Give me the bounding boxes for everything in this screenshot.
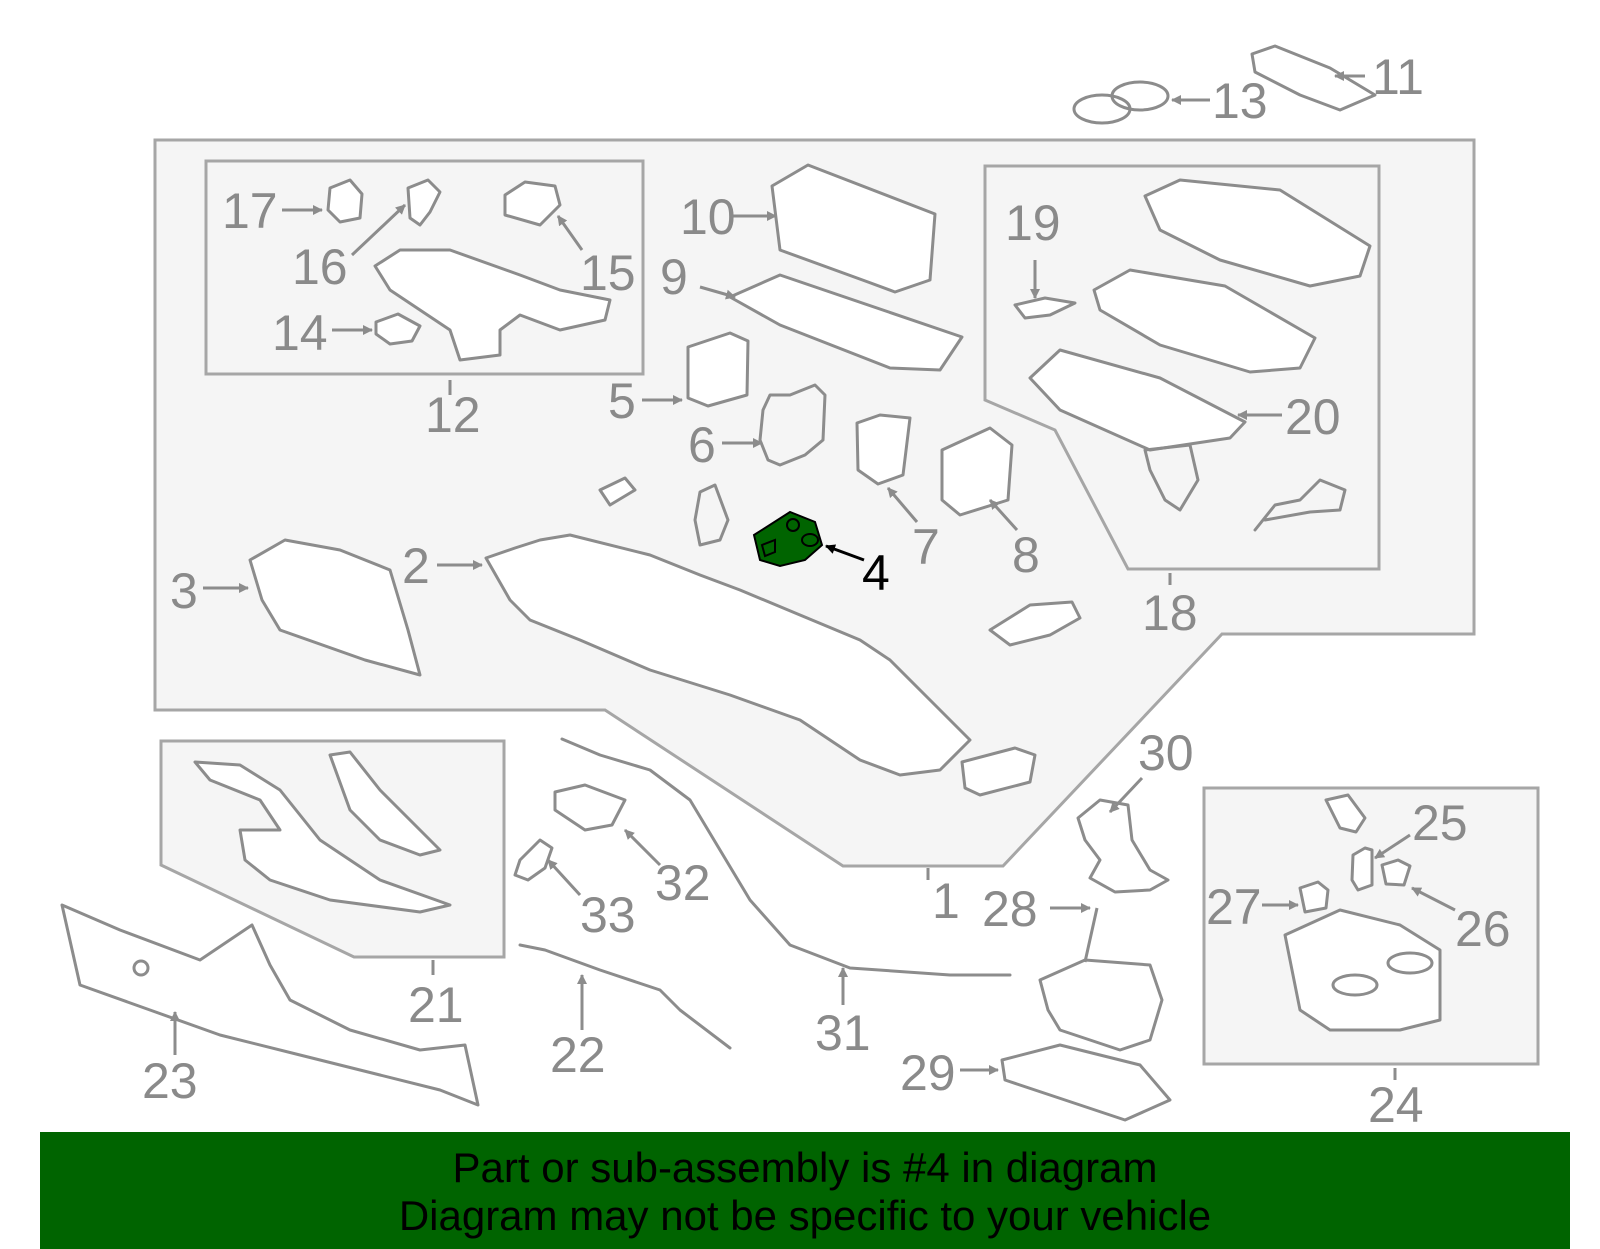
part-clip [693, 483, 730, 547]
part-16 [406, 178, 442, 227]
part-6 [758, 383, 827, 467]
leader-26 [1411, 886, 1456, 912]
part-26 [1380, 858, 1412, 887]
callout-21: 21 [408, 977, 464, 1033]
part-15 [503, 180, 562, 227]
callout-3: 3 [170, 563, 198, 619]
leader-25 [1374, 833, 1411, 860]
callout-7: 7 [912, 519, 940, 575]
leader-15 [556, 215, 584, 251]
part-19 [1013, 296, 1077, 320]
callout-20: 20 [1285, 389, 1341, 445]
part-25-top [1324, 793, 1367, 834]
cup-ring-b [1386, 951, 1434, 975]
callout-30: 30 [1138, 725, 1194, 781]
part-23-hole [132, 959, 150, 977]
part-28 [1038, 958, 1164, 1052]
callout-14: 14 [272, 305, 328, 361]
part-21b [328, 750, 442, 857]
part-armrest-top [1143, 178, 1372, 288]
part-armrest-pad [1092, 268, 1317, 374]
callout-32: 32 [655, 855, 711, 911]
info-banner: Part or sub-assembly is #4 in diagram Di… [40, 1132, 1570, 1249]
cup-ring-a [1331, 973, 1379, 997]
leader-7 [886, 487, 919, 523]
part-33 [513, 838, 554, 882]
callout-8: 8 [1012, 527, 1040, 583]
part-9 [728, 273, 964, 372]
callout-13: 13 [1212, 73, 1268, 129]
callout-10: 10 [680, 189, 736, 245]
part-7 [855, 413, 912, 486]
part-30 [1076, 798, 1170, 894]
callout-18: 18 [1142, 585, 1198, 641]
banner-line-2: Diagram may not be specific to your vehi… [398, 1192, 1212, 1239]
part-11 [1250, 44, 1377, 112]
part-12 [373, 248, 612, 362]
shift-rod [1083, 907, 1099, 963]
callout-25: 25 [1412, 795, 1468, 851]
callout-1: 1 [932, 873, 960, 929]
callout-33: 33 [580, 887, 636, 943]
callout-28: 28 [982, 881, 1038, 937]
leader-16 [350, 203, 407, 257]
callout-4: 4 [862, 545, 890, 601]
callout-5: 5 [608, 373, 636, 429]
part-2 [484, 533, 972, 777]
leader-30 [1108, 776, 1144, 814]
callout-6: 6 [688, 417, 716, 473]
part-13 [1072, 80, 1170, 125]
callout-16: 16 [292, 239, 348, 295]
part-4-highlighted [752, 510, 824, 568]
banner-line-1: Part or sub-assembly is #4 in diagram [452, 1144, 1158, 1191]
part-31 [560, 737, 1012, 977]
callout-12: 12 [425, 387, 481, 443]
part-25 [1350, 846, 1374, 892]
part-24 [1283, 908, 1442, 1032]
part-21 [193, 760, 452, 914]
callout-31: 31 [815, 1005, 871, 1061]
callout-22: 22 [550, 1027, 606, 1083]
callout-29: 29 [900, 1045, 956, 1101]
callout-23: 23 [142, 1053, 198, 1109]
callout-24: 24 [1368, 1077, 1424, 1133]
callout-27: 27 [1206, 879, 1262, 935]
part-20 [1028, 348, 1247, 452]
callout-11: 11 [1372, 49, 1424, 105]
part-10 [770, 163, 937, 294]
leader-9 [699, 285, 736, 300]
leader-33 [546, 858, 582, 897]
part-5 [686, 331, 750, 408]
leader-8 [988, 498, 1019, 532]
part-8 [940, 426, 1014, 517]
part-bracket-small [960, 746, 1037, 797]
part-hinge [1143, 443, 1200, 512]
part-14 [374, 312, 422, 346]
callout-26: 26 [1455, 901, 1511, 957]
callout-15: 15 [580, 245, 636, 301]
part-29 [1000, 1043, 1172, 1122]
leader-4 [825, 544, 865, 562]
callout-9: 9 [660, 249, 688, 305]
part-23 [60, 903, 480, 1107]
part-pin [598, 476, 637, 507]
part-22 [518, 943, 732, 1050]
part-32 [553, 783, 627, 832]
callout-17: 17 [222, 183, 278, 239]
part-17 [326, 178, 364, 224]
leader-32 [623, 828, 662, 867]
part-3 [248, 538, 422, 677]
callout-2: 2 [402, 538, 430, 594]
callout-19: 19 [1005, 195, 1061, 251]
part-27 [1298, 880, 1330, 914]
part-spring [1253, 478, 1347, 532]
part-plug [988, 600, 1082, 647]
